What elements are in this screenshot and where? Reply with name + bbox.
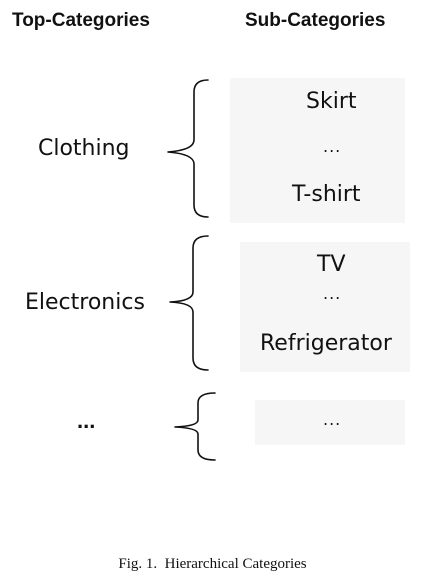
top-categories-header: Top-Categories [12, 10, 150, 31]
sub-category-ellipsis: ... [323, 137, 342, 156]
brace-clothing [167, 79, 209, 218]
sub-category-ellipsis: ... [323, 410, 342, 429]
caption-label: Fig. 1. [118, 556, 158, 572]
caption-text: Hierarchical Categories [164, 556, 307, 572]
sub-category-tv: TV [317, 252, 346, 277]
sub-category-ellipsis: ... [323, 284, 342, 303]
top-category-ellipsis: ... [77, 408, 96, 433]
sub-panel-clothing [230, 78, 405, 223]
figure-caption: Fig. 1. Hierarchical Categories [0, 556, 425, 573]
brace-electronics [169, 235, 209, 371]
sub-categories-header: Sub-Categories [245, 10, 386, 31]
top-category-electronics: Electronics [25, 290, 145, 315]
sub-category-skirt: Skirt [306, 89, 357, 114]
sub-panel-other [255, 400, 405, 445]
top-category-clothing: Clothing [38, 136, 130, 161]
brace-other [174, 392, 216, 461]
sub-category-tshirt: T-shirt [292, 182, 361, 207]
sub-category-refrigerator: Refrigerator [260, 331, 392, 356]
sub-panel-electronics [240, 242, 410, 372]
